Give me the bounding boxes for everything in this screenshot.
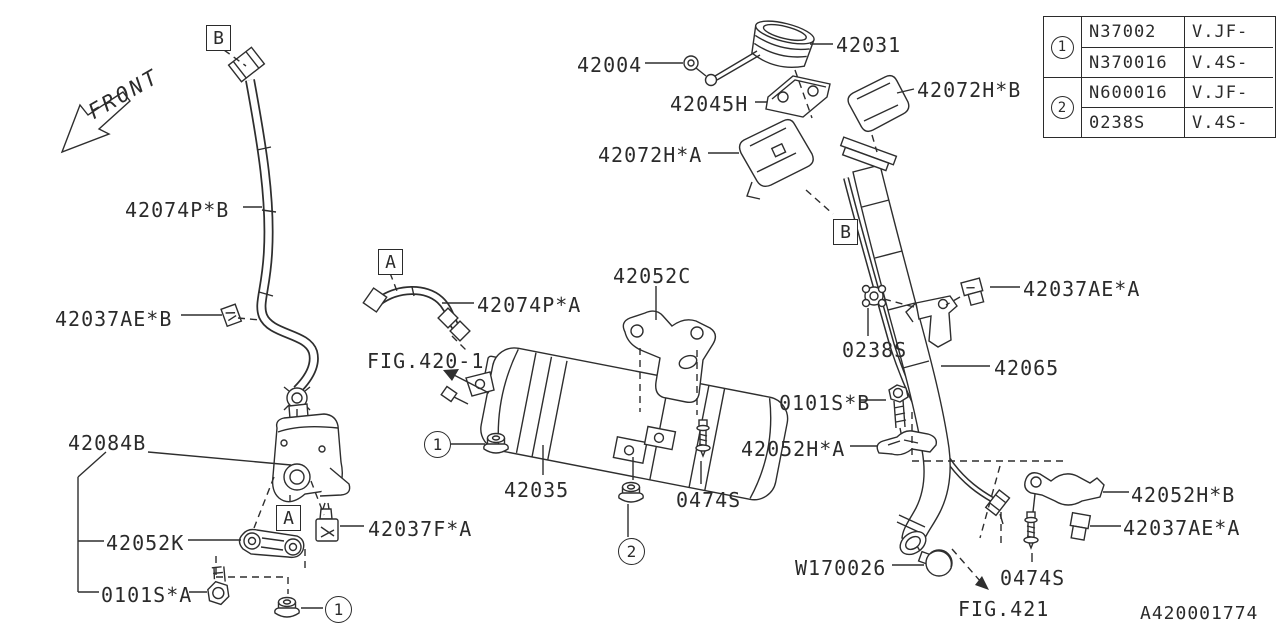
part-drawing-42045h-plate	[765, 75, 831, 118]
part-drawing-42052hb-bracket	[1024, 472, 1105, 513]
part-label-42037aea-bottom: 42037AE*A	[1123, 516, 1241, 540]
part-label-42065: 42065	[994, 356, 1060, 380]
part-label-42074pb: 42074P*B	[125, 198, 230, 222]
part-label-42052ha: 42052H*A	[741, 437, 846, 461]
marker-box-a-mid: A	[378, 249, 403, 275]
table-spec: V.4S-	[1184, 107, 1273, 137]
table-callout-1: 1	[1044, 17, 1081, 77]
part-label-42037aeb: 42037AE*B	[55, 307, 173, 331]
part-label-42052k: 42052K	[106, 531, 185, 555]
part-label-42052hb: 42052H*B	[1131, 483, 1236, 507]
part-drawing-42035-canister	[440, 347, 789, 501]
part-drawing-42037aeb-clip	[220, 303, 243, 328]
callout-1-bottom: 1	[325, 596, 352, 623]
part-drawing-42031-cap	[751, 20, 815, 68]
part-drawing-42072ha-bracket	[738, 118, 814, 200]
part-label-42052c: 42052C	[613, 264, 692, 288]
part-drawing-42004-tether	[683, 50, 761, 87]
table-spec: V.JF-	[1184, 77, 1273, 107]
part-label-42004: 42004	[577, 53, 643, 77]
part-label-42072hb: 42072H*B	[917, 78, 1022, 102]
leader-lines	[77, 43, 1129, 609]
part-label-0474s-mid: 0474S	[676, 488, 742, 512]
part-drawing-42052k-bracket	[238, 528, 305, 559]
callout-1-table: 1	[1051, 35, 1074, 59]
marker-box-b-mid: B	[833, 219, 858, 245]
part-drawing-42052c-bracket	[622, 310, 717, 404]
part-label-0474s-right: 0474S	[1000, 566, 1066, 590]
flange-nut-1-bottom	[274, 596, 300, 618]
part-label-0101sa: 0101S*A	[101, 583, 193, 607]
front-direction-arrow	[60, 91, 131, 154]
callout-1-mid: 1	[424, 431, 451, 458]
table-part-number: N600016	[1081, 77, 1184, 107]
part-label-42031: 42031	[836, 33, 902, 57]
part-drawing-42037aea-clip-bottom	[1069, 511, 1092, 541]
marker-box-b-top: B	[206, 25, 231, 51]
part-label-42074pa: 42074P*A	[477, 293, 582, 317]
applicability-table: 1 N37002 V.JF- N370016 V.4S- 2 N600016 V…	[1043, 16, 1276, 138]
part-label-42045h: 42045H	[670, 92, 749, 116]
part-drawing-w170026-clamp	[916, 545, 953, 577]
part-drawing-42074pa-hose	[362, 286, 471, 342]
table-part-number: N37002	[1081, 17, 1184, 47]
part-drawing-42072hb-bracket	[847, 74, 910, 133]
arrowheads	[443, 369, 989, 590]
table-callout-2: 2	[1044, 77, 1081, 137]
part-drawing-42074pb-hose	[227, 46, 319, 411]
part-drawing-0101sb-bolt	[888, 384, 909, 439]
flange-nut-2	[618, 481, 644, 503]
callout-2-table: 2	[1051, 96, 1074, 119]
part-label-0101sb: 0101S*B	[779, 391, 871, 415]
part-label-42035: 42035	[504, 478, 570, 502]
figure-code: A420001774	[1140, 603, 1259, 624]
table-spec: V.JF-	[1184, 17, 1273, 47]
part-drawing-42037fa-clip	[315, 502, 339, 542]
part-label-42084b: 42084B	[68, 431, 147, 455]
screw-0474s-right	[1023, 511, 1039, 549]
part-drawing-42084b-pump	[271, 403, 351, 503]
part-label-w170026: W170026	[795, 556, 887, 580]
part-label-42072ha: 42072H*A	[598, 143, 703, 167]
fig-ref-420-1: FIG.420-1	[367, 349, 485, 373]
part-drawing-42052ha-bracket	[876, 430, 938, 456]
callout-2: 2	[618, 538, 645, 565]
part-label-0238s: 0238S	[842, 338, 908, 362]
table-spec: V.4S-	[1184, 47, 1273, 77]
part-label-42037aea-top: 42037AE*A	[1023, 277, 1141, 301]
part-drawing-0101sa-bolt	[207, 566, 230, 606]
fig-ref-421: FIG.421	[958, 597, 1050, 621]
part-label-42037fa: 42037F*A	[368, 517, 473, 541]
marker-box-a-bottom: A	[276, 505, 301, 531]
dashed-lines	[215, 49, 1068, 594]
table-part-number: N370016	[1081, 47, 1184, 77]
part-drawing-42037aea-clip-top	[960, 277, 985, 307]
table-part-number: 0238S	[1081, 107, 1184, 137]
part-drawing-0238s-nut	[861, 284, 887, 308]
